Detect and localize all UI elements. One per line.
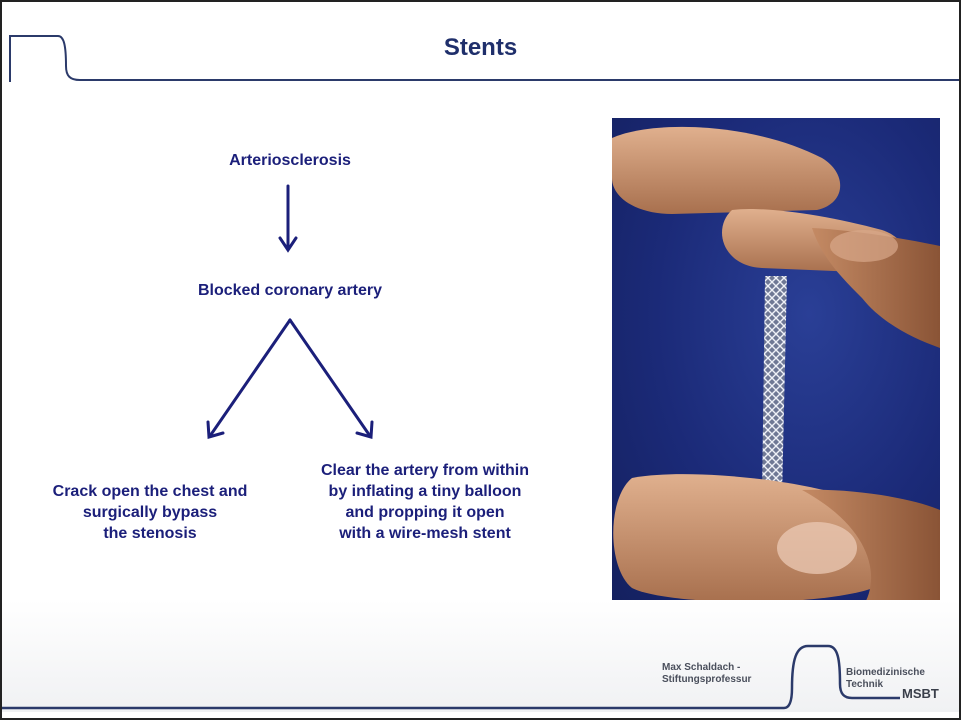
- footer-right-logo: Biomedizinische Technik: [846, 667, 956, 691]
- footer-right-logo-line-2: Technik: [846, 679, 956, 691]
- footer-right-logo-line-1: Biomedizinische: [846, 667, 956, 679]
- footer-left-logo-line-2: Stiftungsprofessur: [662, 674, 792, 686]
- footer-left-logo: Max Schaldach - Stiftungsprofessur: [662, 662, 792, 686]
- footer-msbt-abbreviation: MSBT: [902, 686, 939, 701]
- footer-left-logo-line-1: Max Schaldach -: [662, 662, 792, 674]
